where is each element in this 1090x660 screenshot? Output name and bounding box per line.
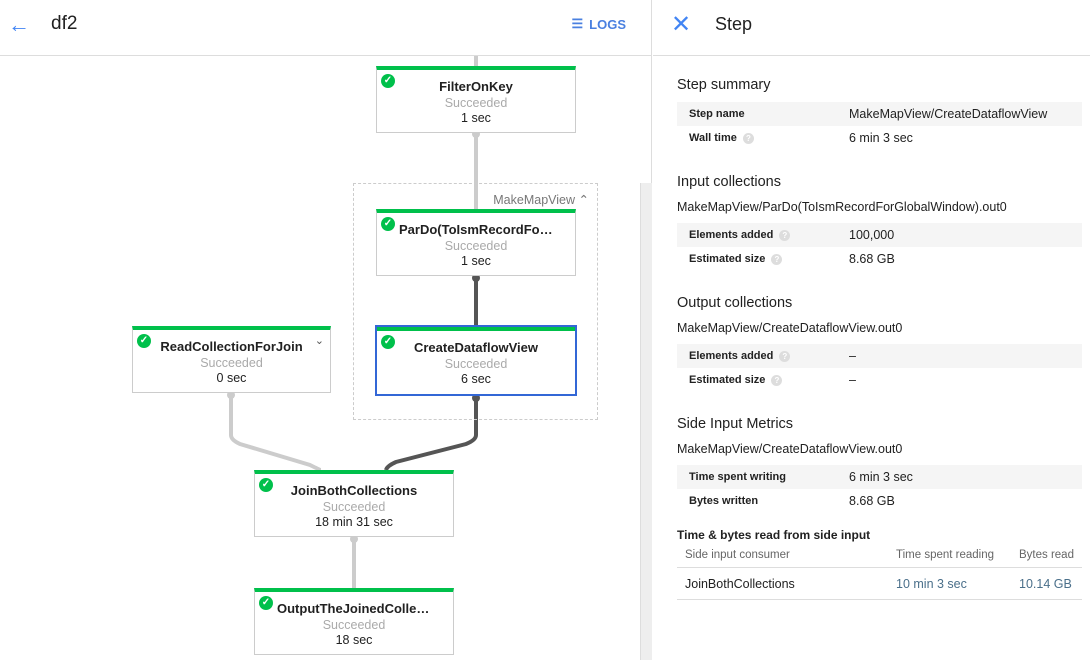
back-arrow-icon[interactable]: ←	[8, 12, 30, 37]
close-icon[interactable]: ✕	[671, 11, 692, 38]
help-icon[interactable]: ?	[779, 229, 791, 241]
collection-name: MakeMapView/CreateDataflowView.out0	[677, 321, 903, 335]
check-circle-icon: ✓	[259, 478, 273, 492]
list-icon: ☰	[571, 16, 584, 31]
section-heading: Input collections	[677, 174, 781, 190]
group-toggle[interactable]: MakeMapView ⌃	[493, 193, 589, 207]
job-header: ← df2 ☰LOGS	[0, 0, 652, 56]
info-row: Elements added?100,000	[677, 223, 1082, 247]
edge	[384, 397, 478, 471]
table-heading: Time & bytes read from side input	[677, 528, 871, 542]
edge	[229, 394, 322, 472]
check-circle-icon: ✓	[259, 596, 273, 610]
check-circle-icon: ✓	[381, 74, 395, 88]
section-heading: Side Input Metrics	[677, 416, 794, 432]
panel-title: Step	[715, 14, 753, 34]
info-row: Elements added?–	[677, 344, 1082, 368]
info-row: Estimated size?–	[689, 373, 856, 387]
help-icon[interactable]: ?	[771, 253, 783, 265]
check-circle-icon: ✓	[381, 335, 395, 349]
help-icon[interactable]: ?	[771, 374, 783, 386]
logs-button[interactable]: ☰LOGS	[571, 16, 627, 32]
scrollbar[interactable]	[640, 183, 652, 660]
section-heading: Step summary	[677, 77, 771, 93]
info-row: Wall time?6 min 3 sec	[689, 131, 913, 145]
table-header: Side input consumer Time spent reading B…	[677, 545, 1082, 568]
info-row: Estimated size?8.68 GB	[689, 252, 895, 266]
check-circle-icon: ✓	[381, 217, 395, 231]
collection-name: MakeMapView/ParDo(ToIsmRecordForGlobalWi…	[677, 200, 1007, 214]
check-circle-icon: ✓	[137, 334, 151, 348]
section-heading: Output collections	[677, 295, 793, 311]
table-row: JoinBothCollections 10 min 3 sec 10.14 G…	[677, 568, 1082, 600]
chevron-up-icon: ⌃	[578, 193, 589, 207]
chevron-down-icon[interactable]: ⌄	[314, 335, 324, 347]
group-makemapview: MakeMapView ⌃	[353, 183, 598, 420]
help-icon[interactable]: ?	[742, 132, 754, 144]
help-icon[interactable]: ?	[779, 350, 791, 362]
step-panel-header: ✕ Step	[653, 0, 1090, 56]
job-title: df2	[51, 13, 78, 34]
collection-name: MakeMapView/CreateDataflowView.out0	[677, 442, 903, 456]
